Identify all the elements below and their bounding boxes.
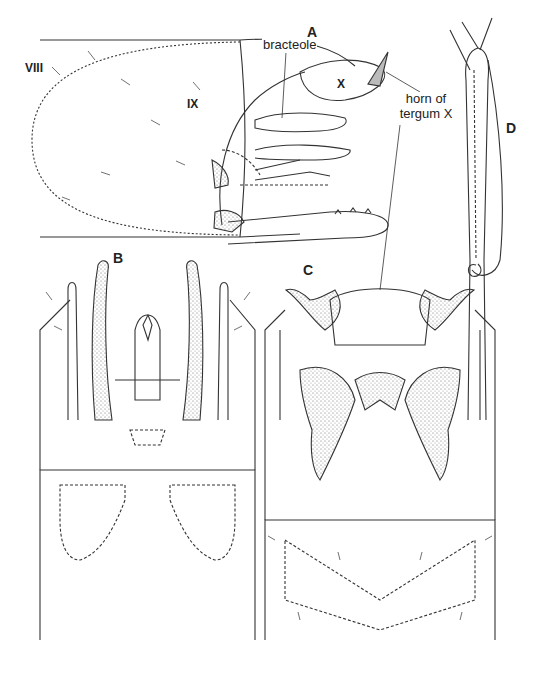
leader-line [380, 125, 400, 290]
phallus [355, 373, 405, 411]
segment-outline [265, 520, 495, 640]
lobe [60, 485, 125, 560]
setae [52, 38, 300, 200]
segment-outline [40, 470, 255, 640]
segment-number: IX [186, 98, 199, 112]
inferior-appendage [300, 367, 355, 480]
phallus [240, 184, 330, 185]
bracteole-shape [255, 113, 346, 132]
setae [46, 292, 250, 330]
leader-line [386, 72, 420, 92]
inferior-appendage [92, 261, 112, 420]
teeth [335, 208, 371, 214]
lateral-appendage [218, 283, 228, 421]
segment-outline [240, 234, 300, 237]
lateral-view [32, 38, 420, 290]
panel-letter: C [302, 262, 314, 278]
phallus-tube [474, 70, 476, 260]
apodeme [212, 160, 228, 188]
part-label: bracteole [262, 38, 317, 53]
segment-outline [265, 310, 495, 520]
inferior-appendage [183, 261, 203, 420]
part-label: horn of tergum X [392, 92, 460, 122]
inferior-appendage [228, 212, 388, 245]
phallus-tube [466, 48, 489, 420]
segment-outline [40, 300, 255, 470]
phallus [255, 160, 330, 180]
antecosta [32, 42, 240, 235]
horn [368, 52, 388, 86]
segment-number: X [336, 78, 346, 92]
tergum-x [115, 315, 180, 380]
horn [286, 289, 340, 330]
loop [469, 264, 481, 276]
lateral-appendage [280, 330, 480, 420]
apodeme [214, 210, 244, 232]
phallus-view [450, 18, 502, 420]
lobe [170, 485, 235, 560]
segment-outline [40, 236, 240, 237]
leader-line [282, 52, 286, 118]
segment-outline [40, 39, 240, 40]
lateral-appendage [68, 283, 78, 421]
phallus [130, 430, 165, 445]
spine [472, 60, 502, 275]
panel-letter: B [112, 250, 124, 266]
phallus [255, 145, 350, 160]
segment-ix [222, 150, 260, 175]
horn [420, 289, 474, 330]
spine [462, 18, 492, 50]
tergum-x [135, 315, 160, 400]
spine [450, 30, 470, 70]
segment-outline [240, 40, 245, 237]
dorsal-view [40, 261, 255, 640]
setae [268, 536, 492, 620]
sternite-pattern [285, 540, 475, 630]
segment-number: VIII [24, 62, 44, 76]
panel-letter: D [505, 120, 517, 136]
tergum-x [330, 289, 430, 345]
ventral-view [265, 289, 495, 640]
inferior-appendage [405, 367, 460, 480]
